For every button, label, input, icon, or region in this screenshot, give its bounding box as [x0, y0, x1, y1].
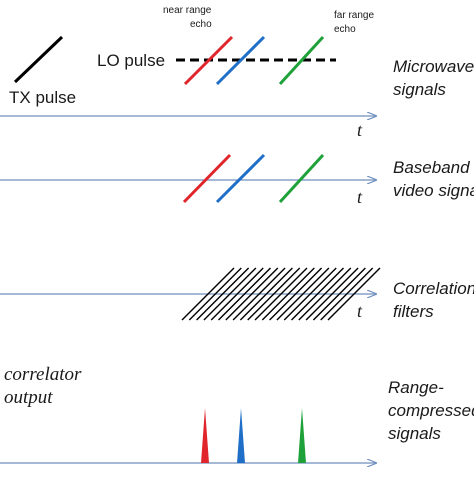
row-3-title-line-1: Correlation [393, 279, 474, 298]
correlation-filter-line [188, 267, 242, 321]
correlator-output-label-1: correlator [4, 364, 82, 385]
correlation-filter-line [196, 267, 250, 321]
correlation-filter-line [232, 267, 286, 321]
correlation-filter-line [320, 267, 374, 321]
far-echo-line [278, 35, 325, 86]
correlation-filter-line [247, 267, 301, 321]
peak-blue [237, 408, 245, 463]
correlation-filter-line [254, 267, 308, 321]
tx-pulse-label: TX pulse [9, 88, 77, 107]
correlation-filter-line [181, 267, 235, 321]
correlation-filter-bank [181, 267, 381, 321]
mid-echo-line [215, 35, 266, 86]
lo-pulse-label: LO pulse [97, 51, 166, 70]
correlation-filter-line [312, 267, 366, 321]
peak-red [201, 408, 209, 463]
row-4-title-line-3: signals [388, 424, 441, 443]
near-echo-line [183, 35, 234, 86]
near-range-echo-label-2: echo [190, 19, 212, 30]
baseband-blue-line [215, 153, 266, 204]
baseband-green-line [278, 153, 325, 204]
row-4-title-line-2: compressed [388, 401, 474, 420]
correlation-filter-line [239, 267, 293, 321]
row-2-title-line-1: Baseband [393, 158, 470, 177]
near-range-echo-label-1: near range [163, 5, 212, 16]
correlation-filter-line [327, 267, 381, 321]
correlator-output-label-2: output [4, 387, 53, 408]
correlation-filter-line [283, 267, 337, 321]
correlation-filter-line [210, 267, 264, 321]
correlation-filter-line [276, 267, 330, 321]
correlation-filter-line [298, 267, 352, 321]
correlation-filter-line [305, 267, 359, 321]
row-1-title-line-1: Microwave [393, 57, 474, 76]
baseband-red-line [182, 153, 232, 204]
t-axis-label-row-3: t [357, 301, 363, 321]
row-2-title-line-2: video signals [393, 181, 474, 200]
row-4-title-line-1: Range- [388, 378, 444, 397]
correlation-filter-line [203, 267, 257, 321]
tx-pulse-line [13, 35, 64, 84]
far-range-echo-label-2: echo [334, 24, 356, 35]
t-axis-label-row-1: t [357, 120, 363, 140]
correlation-filter-line [261, 267, 315, 321]
peak-green [298, 408, 306, 463]
correlation-filter-line [218, 267, 271, 321]
correlation-filter-line [269, 267, 323, 321]
correlation-filter-line [291, 267, 344, 321]
far-range-echo-label-1: far range [334, 10, 375, 21]
correlation-filter-line [225, 267, 279, 321]
row-3-title-line-2: filters [393, 302, 434, 321]
t-axis-label-row-2: t [357, 187, 363, 207]
row-1-title-line-2: signals [393, 80, 446, 99]
